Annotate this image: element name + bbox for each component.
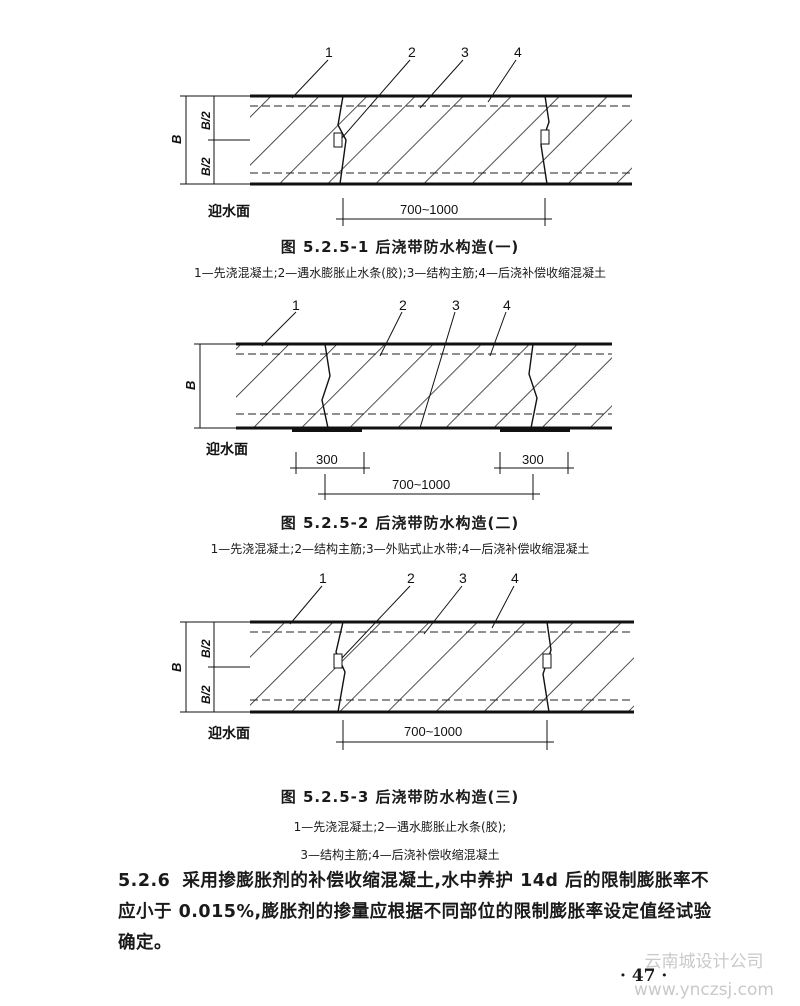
label-1: 1 [319,570,327,586]
leader-1 [291,59,329,99]
label-4: 4 [503,297,511,313]
leader-3 [419,311,456,429]
figure-3: 1 2 3 4 B B/2 B/2 700~1000 迎水面 [0,570,800,780]
watermark: 云南城设计公司 www.ynczsj.com [610,948,798,1004]
figure-2-caption: 图 5.2.5-2 后浇带防水构造(二) [280,514,520,532]
label-4: 4 [514,44,522,60]
leader-4 [489,311,507,357]
leader-3 [423,585,463,635]
joint-right [528,343,538,429]
clause-text: 采用掺膨胀剂的补偿收缩混凝土,水中养护 14d 后的限制膨胀率不应小于 0.01… [118,871,712,953]
figure-2: 1 2 3 4 B 迎水面 300 300 700~1000 [0,296,800,506]
dim-300-left-label: 300 [316,452,338,467]
leader-4 [487,59,517,103]
watermark-line2: www.ynczsj.com [634,980,774,1000]
joint-left [321,343,331,429]
figure-2-legend: 1—先浇混凝土;2—结构主筋;3—外贴式止水带;4—后浇补偿收缩混凝土 [210,542,590,556]
figure-3-drawing: 1 2 3 4 B B/2 B/2 700~1000 迎水面 [169,570,634,750]
label-2: 2 [399,297,407,313]
label-3: 3 [452,297,460,313]
face-label: 迎水面 [208,725,250,742]
label-2: 2 [407,570,415,586]
label-3: 3 [461,44,469,60]
watermark-line1: 云南城设计公司 [644,952,764,972]
waterstop-strip-right [540,129,550,145]
label-2: 2 [408,44,416,60]
dim-half-top-label: B/2 [199,639,213,658]
dim-half-bottom-label: B/2 [199,157,213,176]
slab-hatch [250,96,632,184]
label-3: 3 [459,570,467,586]
dim-half-bottom-label: B/2 [199,685,213,704]
dim-width-label: 700~1000 [392,477,450,492]
dim-b-label: B [169,663,184,672]
label-4: 4 [511,570,519,586]
leader-1 [261,311,297,347]
dim-width-label: 700~1000 [404,724,462,739]
leader-2 [379,311,403,357]
leader-1 [289,585,323,625]
dim-300-right-label: 300 [522,452,544,467]
figure-1-legend: 1—先浇混凝土;2—遇水膨胀止水条(胶);3—结构主筋;4—后浇补偿收缩混凝土 [193,266,607,280]
figure-3-legend-line2: 3—结构主筋;4—后浇补偿收缩混凝土 [300,848,500,862]
figure-1-drawing: 1 2 3 4 B B/2 B/2 700~1000 迎水面 [169,44,632,226]
dim-b-label: B [169,135,184,144]
figure-1: 1 2 3 4 B B/2 B/2 700~1000 迎水面 [0,30,800,230]
label-1: 1 [292,297,300,313]
figure-3-legend-line1: 1—先浇混凝土;2—遇水膨胀止水条(胶); [293,820,507,834]
clause-number: 5.2.6 [118,871,171,891]
leader-2 [341,585,411,659]
figure-2-drawing: 1 2 3 4 B 迎水面 300 300 700~1000 [183,297,612,500]
slab-hatch [250,622,634,712]
waterstop-strip-right [542,653,552,669]
figure-1-caption: 图 5.2.5-1 后浇带防水构造(一) [280,238,520,256]
waterstop-strip-left [333,132,343,148]
page-number: · 47 · [620,966,668,986]
label-1: 1 [325,44,333,60]
dim-half-top-label: B/2 [199,111,213,130]
dim-b-label: B [183,381,198,390]
dim-width-label: 700~1000 [400,202,458,217]
waterstop-left [292,428,362,432]
leader-2 [341,59,411,139]
figure-3-caption: 图 5.2.5-3 后浇带防水构造(三) [280,788,520,806]
waterstop-strip-left [333,653,343,669]
leader-4 [491,585,515,629]
leader-3 [419,59,464,109]
waterstop-right [500,428,570,432]
face-label: 迎水面 [208,203,250,220]
face-label: 迎水面 [206,441,248,458]
